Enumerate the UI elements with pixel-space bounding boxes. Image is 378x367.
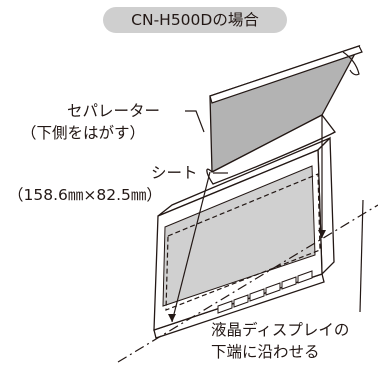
guide-lines <box>117 115 378 363</box>
lcd-screen <box>162 165 316 307</box>
bezel-buttons <box>217 270 313 314</box>
separator-flap <box>206 114 336 185</box>
leader-lines <box>185 110 364 313</box>
separator-sublabel: （下側をはがす） <box>21 124 146 142</box>
corner-arrows <box>168 230 326 322</box>
align-label: 液晶ディスプレイの <box>211 321 350 339</box>
title-badge <box>103 7 287 33</box>
sheet-label: シート <box>151 164 198 182</box>
separator-curl <box>342 51 360 76</box>
align-sublabel: 下端に沿わせる <box>211 343 320 361</box>
title-text: CN-H500Dの場合 <box>131 11 259 29</box>
separator-top-strip <box>209 45 363 104</box>
separator-label: セパレーター <box>67 102 161 120</box>
sheet-size-label: （158.6㎜×82.5㎜） <box>8 186 162 204</box>
